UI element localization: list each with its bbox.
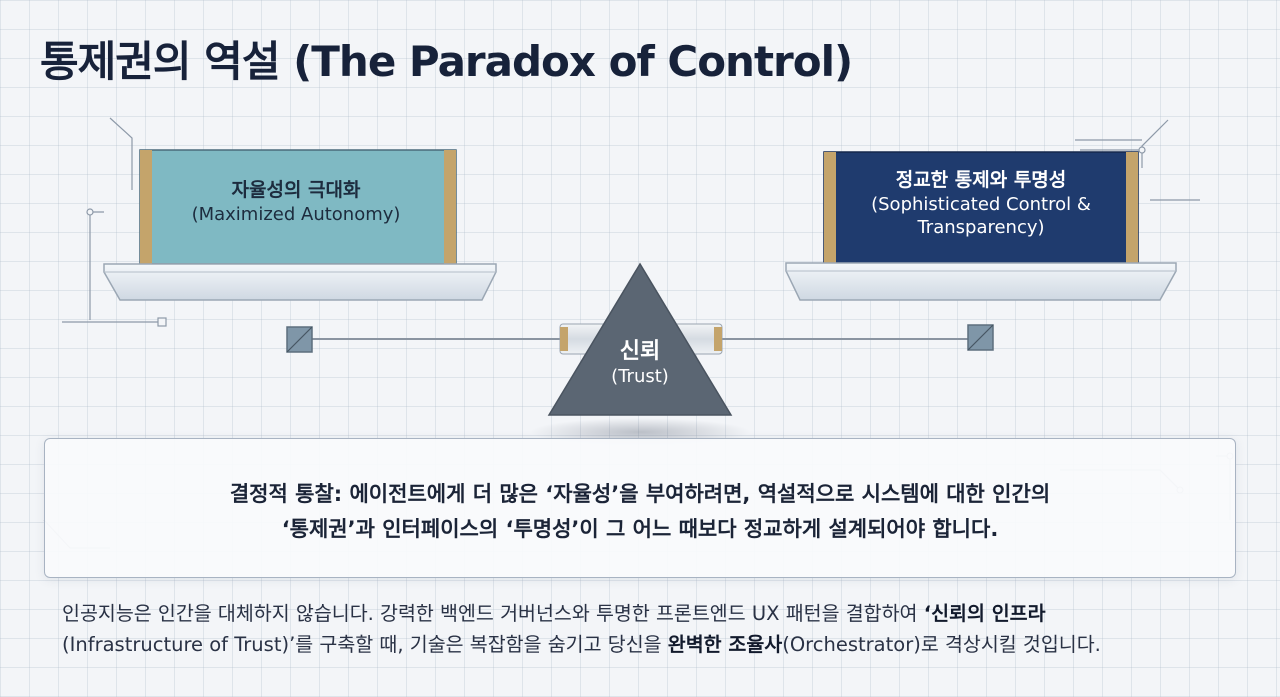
insight-line-2: ‘통제권’과 인터페이스의 ‘투명성’이 그 어느 때보다 정교하게 설계되어야…	[281, 516, 999, 541]
right-pan-label: 정교한 통제와 투명성 (Sophisticated Control & Tra…	[832, 168, 1130, 239]
footer-emphasis-orchestrator: 완벽한 조율사	[667, 633, 783, 657]
footer-text: (Infrastructure of Trust)’를 구축할 때, 기술은 복…	[62, 633, 668, 657]
insight-line-1: 결정적 통찰: 에이전트에게 더 많은 ‘자율성’을 부여하려면, 역설적으로 …	[229, 482, 1051, 506]
autonomy-label-en: (Maximized Autonomy)	[191, 203, 401, 225]
circuit-decoration-left	[62, 117, 167, 327]
circuit-decoration-right	[1075, 119, 1200, 201]
left-pan-tray	[103, 263, 497, 301]
joint-right	[967, 324, 994, 351]
footer-emphasis-trust: ‘신뢰의 인프라	[923, 602, 1046, 625]
joint-left	[286, 326, 313, 353]
fulcrum-triangle	[547, 262, 733, 416]
insight-text: 결정적 통찰: 에이전트에게 더 많은 ‘자율성’을 부여하려면, 역설적으로 …	[45, 477, 1235, 546]
footer-line-2: (Infrastructure of Trust)’를 구축할 때, 기술은 복…	[62, 629, 1242, 660]
right-pan-block	[823, 151, 1139, 265]
footer-line-1: 인공지능은 인간을 대체하지 않습니다. 강력한 백엔드 거버넌스와 투명한 프…	[62, 598, 1242, 629]
control-label-en-line2: Transparency)	[917, 217, 1045, 239]
control-label-en-line1: (Sophisticated Control &	[871, 193, 1091, 215]
left-pan-label: 자율성의 극대화 (Maximized Autonomy)	[150, 178, 442, 226]
autonomy-label-ko: 자율성의 극대화	[231, 179, 361, 201]
footer-text: (Orchestrator)로 격상시킬 것입니다.	[782, 633, 1101, 657]
page-title: 통제권의 역설 (The Paradox of Control)	[40, 37, 853, 86]
left-pan-block	[139, 149, 457, 265]
footer-paragraph: 인공지능은 인간을 대체하지 않습니다. 강력한 백엔드 거버넌스와 투명한 프…	[62, 598, 1242, 660]
footer-text: 인공지능은 인간을 대체하지 않습니다. 강력한 백엔드 거버넌스와 투명한 프…	[62, 602, 924, 625]
trust-label-ko: 신뢰	[619, 339, 661, 364]
right-pan-tray	[785, 262, 1177, 301]
insight-box: 결정적 통찰: 에이전트에게 더 많은 ‘자율성’을 부여하려면, 역설적으로 …	[44, 438, 1236, 578]
control-label-ko: 정교한 통제와 투명성	[895, 169, 1067, 191]
trust-label-en: (Trust)	[611, 365, 669, 387]
fulcrum-label: 신뢰 (Trust)	[580, 338, 700, 388]
